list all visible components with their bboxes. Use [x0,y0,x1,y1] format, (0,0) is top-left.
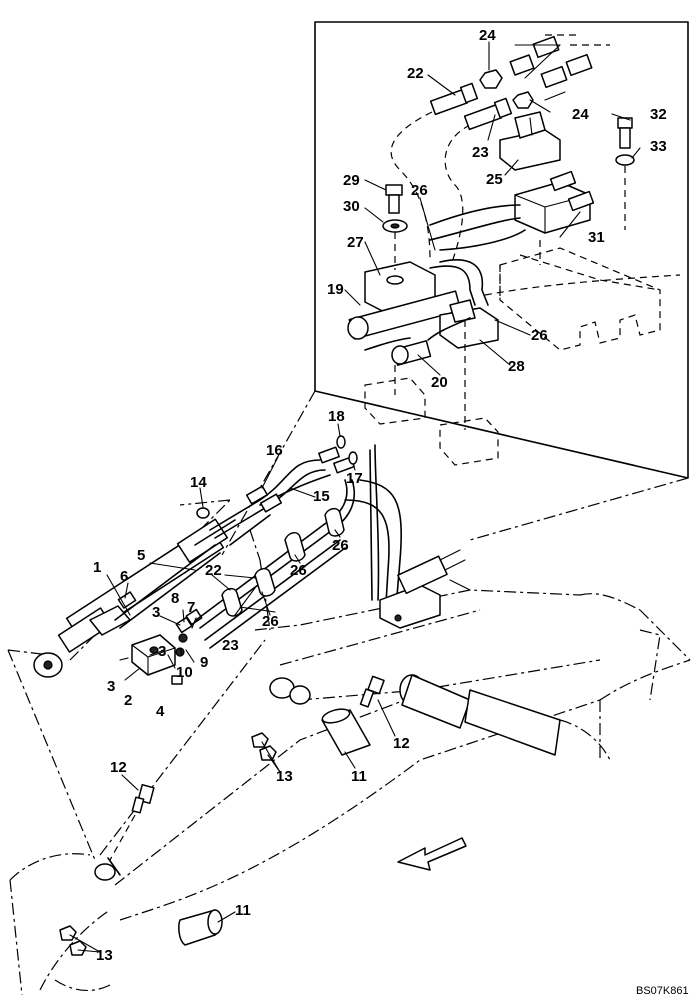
hose-5 [114,544,221,629]
callout-11a: 11 [351,768,367,785]
inset-bolt-29 [382,184,408,270]
inset-block-31 [429,170,595,251]
boom-valve [379,549,471,629]
callout-2: 2 [124,692,132,709]
valve-block-2 [119,634,176,676]
callout-3c: 3 [107,678,115,695]
callout-8: 8 [171,590,179,607]
drawing-code: BS07K861 [636,985,689,997]
callout-11b: 11 [235,902,251,919]
callout-22b: 22 [205,562,222,579]
callout-26a: 26 [411,182,428,199]
pin-11-middle [269,677,371,756]
callout-12b: 12 [110,759,127,776]
callout-25: 25 [486,171,503,188]
leader-lines [69,41,641,953]
cylinder-fittings [117,591,203,685]
callout-7: 7 [187,599,195,616]
middle-nuts-13 [251,732,277,761]
inset-clamp-27 [347,259,489,340]
boom-cylinder [399,674,611,761]
callout-15: 15 [313,488,330,505]
detail-inset [221,21,689,556]
long-hoses [344,444,402,621]
callout-22a: 22 [407,65,424,82]
callout-26d: 26 [290,562,307,579]
callout-26b: 26 [531,327,548,344]
hoses-15-16 [209,446,355,546]
callout-10: 10 [176,664,193,681]
bucket-link [94,857,223,946]
callout-16: 16 [266,442,283,459]
callout-26e: 26 [262,613,279,630]
inset-bracket-25 [499,111,561,171]
callout-30: 30 [343,198,360,215]
callout-12a: 12 [393,735,410,752]
callout-9: 9 [200,654,208,671]
callout-1: 1 [93,559,101,576]
callout-23b: 23 [222,637,239,654]
bottom-bolt-12 [109,783,155,861]
inset-clamp-28 [364,299,499,366]
callout-19: 19 [327,281,344,298]
front-direction-arrow-icon [397,837,467,871]
callout-6: 6 [120,568,128,585]
callout-24a: 24 [479,27,496,44]
callout-28: 28 [508,358,525,375]
callout-3b: 3 [158,643,166,660]
callout-31: 31 [588,229,605,246]
callout-labels: 24 22 24 32 23 33 25 29 26 30 31 27 19 2… [93,27,689,997]
callout-13b: 13 [96,947,113,964]
callout-26c: 26 [332,537,349,554]
callout-14: 14 [190,474,207,491]
inset-hoses [390,34,610,263]
callout-29: 29 [343,172,360,189]
inset-bolt-32 [615,117,635,190]
callout-27: 27 [347,234,364,251]
callout-18: 18 [328,408,345,425]
callout-5: 5 [137,547,145,564]
o-rings [196,435,358,519]
callout-17: 17 [346,470,363,487]
bucket-cylinder [33,518,236,678]
callout-13a: 13 [276,768,293,785]
callout-24b: 24 [572,106,589,123]
callout-4: 4 [156,703,165,720]
callout-23a: 23 [472,144,489,161]
callout-3a: 3 [152,604,160,621]
inset-frame-blocks [364,190,681,466]
pipes-22-23 [195,479,356,649]
callout-32: 32 [650,106,667,123]
callout-33: 33 [650,138,667,155]
middle-bolt-12 [359,675,385,708]
callout-20: 20 [431,374,448,391]
